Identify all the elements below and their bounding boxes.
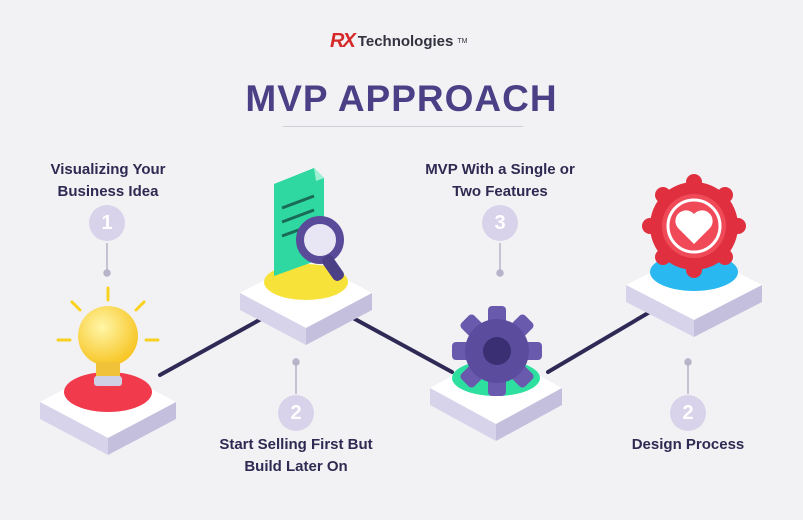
step-4-label-line1: Design Process bbox=[631, 436, 745, 453]
step-2-label-line1: Start Selling First But bbox=[219, 436, 373, 453]
lightbulb-icon bbox=[56, 286, 160, 386]
title-divider bbox=[283, 126, 523, 127]
step-3-label: MVP With a Single or Two Features bbox=[400, 159, 600, 203]
step-4-number: 2 bbox=[670, 395, 706, 431]
logo-mark: RX bbox=[330, 30, 356, 52]
step-2-label: Start Selling First But Build Later On bbox=[196, 434, 396, 478]
step-2-number: 2 bbox=[278, 395, 314, 431]
step-pointers bbox=[103, 243, 692, 394]
company-logo: RX Technologies TM bbox=[330, 30, 467, 53]
step-1-number: 1 bbox=[89, 205, 125, 241]
step-2-label-line2: Build Later On bbox=[244, 458, 348, 475]
connector-lines bbox=[158, 304, 662, 377]
step-1-label: Visualizing Your Business Idea bbox=[28, 159, 188, 203]
step-3-label-line1: MVP With a Single or bbox=[425, 161, 575, 178]
step-3-number: 3 bbox=[482, 205, 518, 241]
document-search-icon bbox=[274, 168, 344, 281]
platform-2 bbox=[240, 258, 372, 345]
gear-icon bbox=[452, 306, 542, 396]
step-1-label-line2: Business Idea bbox=[57, 183, 159, 200]
page-title: MVP APPROACH bbox=[245, 78, 558, 119]
platform-1 bbox=[40, 366, 176, 455]
logo-text: Technologies bbox=[357, 33, 454, 50]
heart-badge-icon bbox=[642, 174, 746, 278]
step-1-label-line1: Visualizing Your bbox=[50, 161, 166, 178]
step-3-label-line2: Two Features bbox=[452, 183, 548, 200]
step-4-label: Design Process bbox=[608, 434, 768, 456]
logo-trademark: TM bbox=[457, 38, 468, 45]
